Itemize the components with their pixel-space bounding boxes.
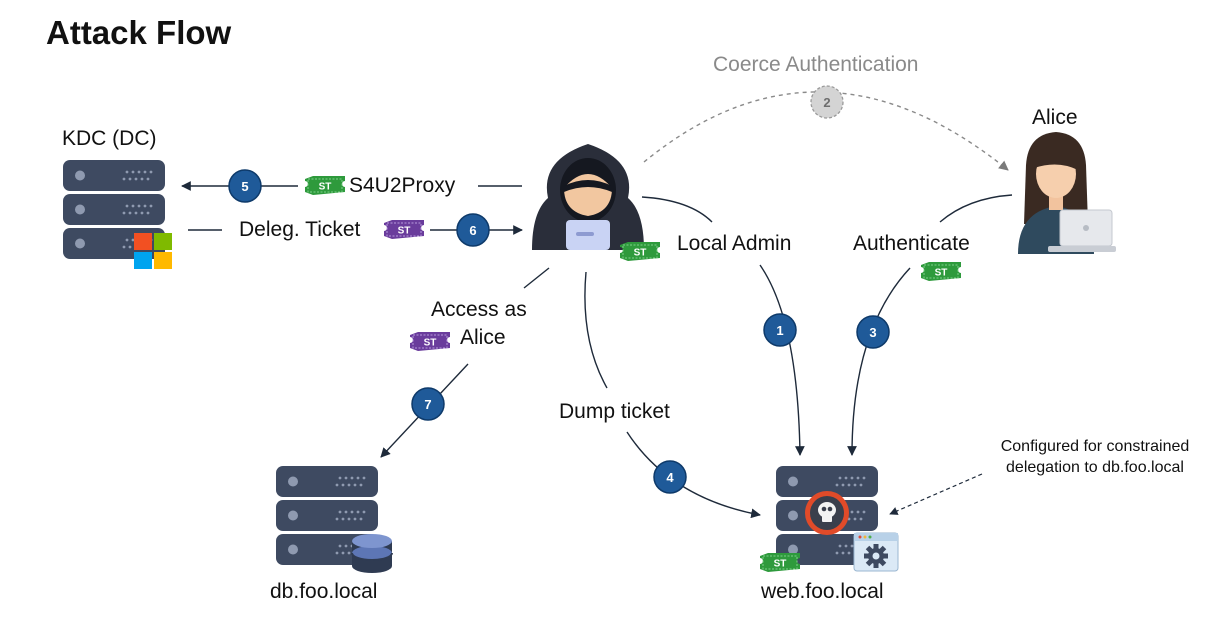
edge-coerce-authentication — [643, 91, 1009, 171]
note-line-2: delegation to db.foo.local — [1006, 459, 1184, 476]
authenticate-label: Authenticate — [853, 232, 970, 255]
db-label: db.foo.local — [270, 580, 378, 603]
gear-window-icon — [853, 532, 899, 572]
windows-logo-icon — [134, 233, 172, 269]
edge-authenticate-bottom — [847, 267, 911, 456]
edge-access-top — [523, 267, 550, 289]
step-badge-4: 4 — [653, 460, 687, 494]
attacker-ticket-icon — [619, 241, 661, 262]
step-number: 5 — [241, 179, 248, 194]
step-number: 7 — [424, 397, 431, 412]
local-admin-label: Local Admin — [677, 232, 792, 255]
note-line-1: Configured for constrained — [1000, 438, 1190, 455]
step-number: 6 — [469, 223, 476, 238]
coerce-authentication-label: Coerce Authentication — [713, 53, 919, 76]
deleg-ticket-icon — [383, 219, 425, 240]
web-label: web.foo.local — [761, 580, 884, 603]
kdc-label: KDC (DC) — [62, 127, 157, 150]
alice-label: Alice — [1032, 106, 1078, 129]
s4u2proxy-ticket-icon — [304, 175, 346, 196]
access-ticket-icon — [409, 331, 451, 352]
step-number: 1 — [776, 323, 783, 338]
step-number: 3 — [869, 325, 876, 340]
hacker-avatar-icon — [532, 144, 644, 250]
step-badge-1: 1 — [763, 313, 797, 347]
deleg-ticket-label: Deleg. Ticket — [239, 218, 361, 241]
database-icon — [351, 534, 393, 573]
step-badge-7: 7 — [411, 387, 445, 421]
step-badge-6: 6 — [456, 213, 490, 247]
access-as-label: Access as — [431, 298, 527, 321]
edge-note — [889, 473, 983, 515]
edge-dump-ticket-top — [584, 271, 608, 389]
step-number: 4 — [666, 470, 674, 485]
step-number: 2 — [823, 95, 830, 110]
step-badge-5: 5 — [228, 169, 262, 203]
edge-authenticate-top — [939, 194, 1013, 223]
alice-ticket-icon — [920, 261, 962, 282]
laptop-icon — [1048, 209, 1116, 252]
skull-badge-icon — [805, 491, 849, 535]
step-badge-2: 2 — [810, 85, 844, 119]
edge-local-admin-bottom — [759, 264, 805, 456]
page-title: Attack Flow — [46, 14, 232, 51]
step-badge-3: 3 — [856, 315, 890, 349]
dump-ticket-label: Dump ticket — [559, 400, 670, 423]
web-ticket-icon — [759, 552, 801, 573]
edge-local-admin-top — [641, 196, 713, 223]
s4u2proxy-label: S4U2Proxy — [349, 174, 456, 197]
constrained-delegation-note: Configured for constrained delegation to… — [986, 436, 1204, 478]
edge-dump-ticket-bottom — [626, 431, 761, 519]
access-as-alice-label: Alice — [460, 326, 506, 349]
